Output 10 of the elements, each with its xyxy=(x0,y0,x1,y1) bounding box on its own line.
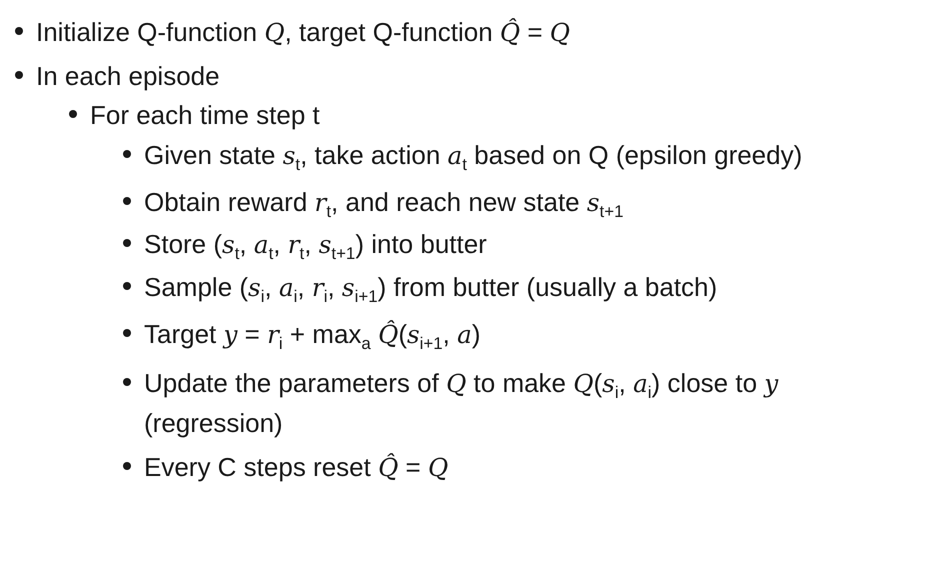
bullet-text: Initialize Q-function Q, target Q-function Q̂ = Q xyxy=(36,16,570,49)
bullet-text: Store (s$_{t}$, a$_{t}$, r$_{t}$, s$_{t+1}$) into butter xyxy=(144,228,487,266)
bullet-text: Every C steps reset Q̂ = Q xyxy=(144,450,448,484)
bullet-text: For each time step t xyxy=(90,99,320,132)
bullet-text: Target y = r$_{i}$ + max$_{a}$ Q̂(s$_{i+1}$, a) xyxy=(144,318,481,355)
bullet-text: Update the parameters of Q to make Q(s$_{i}$, a$_{i}$) close to y (regression) xyxy=(144,366,780,440)
bullet-text: Given state s$_{t}$, take action a$_{t}$ based on Q (epsilon greedy) xyxy=(144,139,802,176)
bullet-text: Sample (s$_{i}$, a$_{i}$, r$_{i}$, s$_{i+1}$) from butter (usually a batch) xyxy=(144,271,718,308)
bullet-text: Obtain reward r$_{t}$, and reach new state s$_{t+1}$ xyxy=(144,186,624,223)
bullet-text: In each episode xyxy=(36,60,220,93)
